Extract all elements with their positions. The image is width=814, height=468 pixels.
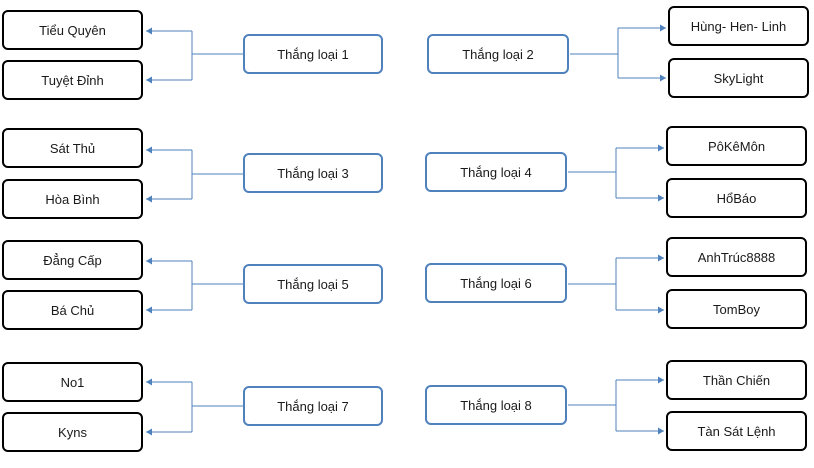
winner-box: Thắng loại 8 (425, 385, 567, 425)
winner-box: Thắng loại 1 (243, 34, 383, 74)
team-box: TomBoy (666, 289, 807, 329)
arrow-icon (658, 144, 664, 152)
arrow-icon (658, 254, 664, 262)
team-box: HổBáo (666, 178, 807, 218)
arrow-icon (146, 27, 152, 35)
team-box: Đẳng Cấp (2, 240, 143, 280)
team-box: SkyLight (668, 58, 809, 98)
team-box: AnhTrúc8888 (666, 237, 807, 277)
team-box: Tiểu Quyên (2, 10, 143, 50)
arrow-icon (658, 306, 664, 314)
arrow-icon (660, 24, 666, 32)
arrow-icon (146, 378, 152, 386)
arrow-icon (146, 306, 152, 314)
team-box: Thần Chiến (666, 360, 807, 400)
arrow-icon (658, 376, 664, 384)
winner-box: Thắng loại 3 (243, 153, 383, 193)
team-box: Sát Thủ (2, 128, 143, 168)
team-box: PôKêMôn (666, 126, 807, 166)
team-box: Bá Chủ (2, 290, 143, 330)
arrow-icon (658, 194, 664, 202)
arrow-icon (658, 427, 664, 435)
team-box: Kyns (2, 412, 143, 452)
team-box: Tàn Sát Lệnh (666, 411, 807, 451)
arrow-icon (660, 74, 666, 82)
arrow-icon (146, 195, 152, 203)
arrow-icon (146, 428, 152, 436)
arrow-icon (146, 76, 152, 84)
arrow-icon (146, 257, 152, 265)
winner-box: Thắng loại 2 (427, 34, 569, 74)
team-box: No1 (2, 362, 143, 402)
winner-box: Thắng loại 4 (425, 152, 567, 192)
winner-box: Thắng loại 5 (243, 264, 383, 304)
arrow-icon (146, 146, 152, 154)
winner-box: Thắng loại 7 (243, 386, 383, 426)
winner-box: Thắng loại 6 (425, 263, 567, 303)
team-box: Hùng- Hen- Linh (668, 6, 809, 46)
team-box: Tuyệt Đỉnh (2, 60, 143, 100)
team-box: Hòa Bình (2, 179, 143, 219)
